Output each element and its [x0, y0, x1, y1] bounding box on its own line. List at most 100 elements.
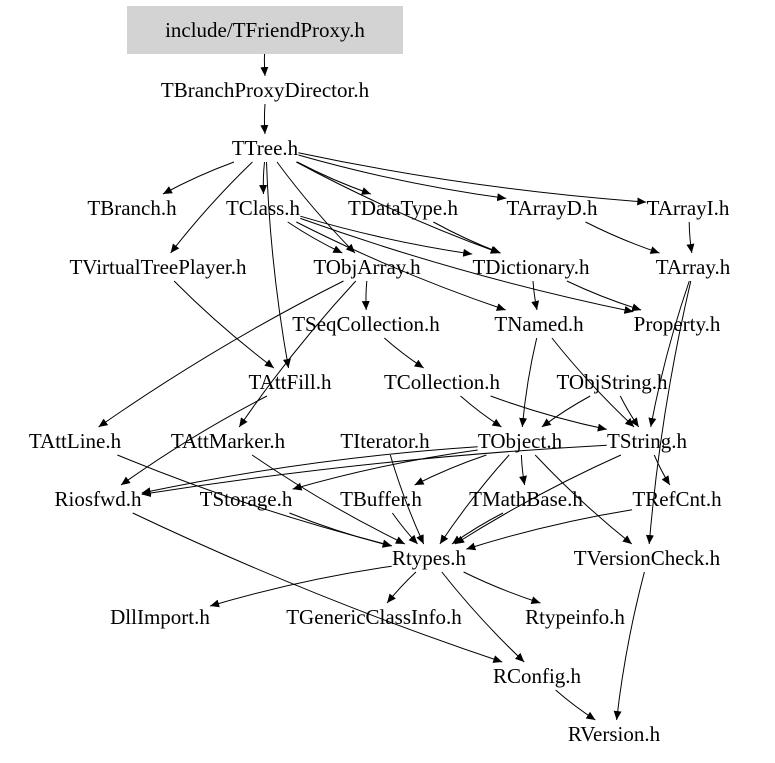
edge-riosfwd-h-to-rconfig-h: [132, 512, 503, 663]
node-label: include/TFriendProxy.h: [165, 18, 365, 42]
edge-tobject-h-to-rtypes-h: [439, 454, 510, 545]
node-label: TVersionCheck.h: [574, 546, 721, 570]
edge-ttree-h-to-tdictionary-h: [296, 161, 500, 254]
node-tobjarray-h[interactable]: TObjArray.h: [313, 255, 421, 279]
node-tversioncheck-h[interactable]: TVersionCheck.h: [574, 546, 721, 570]
node-label: TIterator.h: [340, 429, 430, 453]
node-label: TObjString.h: [556, 370, 668, 394]
edge-tstring-h-to-rtypes-h: [454, 454, 622, 545]
edge-tarrayd-h-to-tarray-h: [585, 221, 660, 254]
node-riosfwd-h[interactable]: Riosfwd.h: [55, 487, 142, 511]
edge-tobject-h-to-tmathbase-h: [519, 454, 527, 486]
node-label: TArray.h: [656, 255, 731, 279]
node-tbranchproxydirector-h[interactable]: TBranchProxyDirector.h: [161, 78, 370, 102]
node-label: TObjArray.h: [313, 255, 421, 279]
node-titerator-h[interactable]: TIterator.h: [340, 429, 430, 453]
node-tarrayi-h[interactable]: TArrayI.h: [647, 196, 730, 220]
node-tseqcollection-h[interactable]: TSeqCollection.h: [292, 312, 440, 336]
root-node-background: [127, 6, 403, 54]
node-rversion-h[interactable]: RVersion.h: [568, 722, 661, 746]
edge-ttree-h-to-tarrayi-h: [298, 152, 647, 206]
node-tnamed-h[interactable]: TNamed.h: [494, 312, 584, 336]
node-tattmarker-h[interactable]: TAttMarker.h: [171, 429, 286, 453]
edge-rtypes-h-to-dllimport-h: [209, 565, 392, 608]
edge-tcollection-h-to-tstring-h: [490, 395, 607, 432]
node-trefcnt-h[interactable]: TRefCnt.h: [632, 487, 722, 511]
node-label: TArrayI.h: [647, 196, 730, 220]
node-label: TDictionary.h: [472, 255, 590, 279]
edge-tvirtualtreeplayer-h-to-tattfill-h: [173, 280, 275, 369]
node-tarrayd-h[interactable]: TArrayD.h: [506, 196, 598, 220]
node-label: TNamed.h: [494, 312, 584, 336]
node-tobject-h[interactable]: TObject.h: [478, 429, 563, 453]
edge-tdictionary-h-to-property-h: [566, 280, 642, 312]
edge-tcollection-h-to-tobject-h: [460, 395, 502, 428]
node-tattfill-h[interactable]: TAttFill.h: [249, 370, 332, 394]
node-label: TTree.h: [232, 136, 299, 160]
node-label: TArrayD.h: [506, 196, 598, 220]
edge-ttree-h-to-tarrayd-h: [298, 154, 507, 202]
node-label: Property.h: [634, 312, 721, 336]
edge-tbranchproxydirector-h-to-ttree-h: [260, 103, 269, 135]
edge-tobjarray-h-to-tattline-h: [98, 280, 344, 428]
edge-tversioncheck-h-to-rversion-h: [613, 571, 645, 721]
edge-tstring-h-to-riosfwd-h: [141, 444, 607, 497]
node-rconfig-h[interactable]: RConfig.h: [493, 664, 582, 688]
edge-ttree-h-to-tvirtualtreeplayer-h: [170, 161, 253, 254]
edge-rconfig-h-to-rversion-h: [555, 689, 596, 721]
edge-tobjstring-h-to-tobject-h: [541, 395, 591, 428]
node-tstring-h[interactable]: TString.h: [607, 429, 687, 453]
edge-ttree-h-to-tbranch-h: [162, 161, 235, 195]
node-label: TGenericClassInfo.h: [286, 605, 462, 629]
node-label: TAttFill.h: [249, 370, 332, 394]
node-label: TString.h: [607, 429, 687, 453]
edge-tclass-h-to-tnamed-h: [296, 221, 506, 311]
edge-tclass-h-to-tobjarray-h: [287, 221, 343, 254]
node-label: TSeqCollection.h: [292, 312, 440, 336]
node-tarray-h[interactable]: TArray.h: [656, 255, 731, 279]
node-tvirtualtreeplayer-h[interactable]: TVirtualTreePlayer.h: [69, 255, 247, 279]
node-rtypes-h[interactable]: Rtypes.h: [392, 546, 467, 570]
edge-tdatatype-h-to-tdictionary-h: [433, 221, 501, 254]
node-tbuffer-h[interactable]: TBuffer.h: [340, 487, 422, 511]
node-tbranch-h[interactable]: TBranch.h: [87, 196, 177, 220]
node-label: TCollection.h: [384, 370, 501, 394]
edge-tobject-h-to-tstorage-h: [292, 449, 478, 491]
node-tmathbase-h[interactable]: TMathBase.h: [469, 487, 583, 511]
node-layer: include/TFriendProxy.hTBranchProxyDirect…: [29, 6, 731, 746]
edge-layer: [98, 43, 695, 721]
edge-tattfill-h-to-riosfwd-h: [120, 395, 268, 486]
edge-tobject-h-to-tversioncheck-h: [534, 454, 633, 545]
edge-tmathbase-h-to-rtypes-h: [451, 512, 504, 545]
node-label: TStorage.h: [200, 487, 293, 511]
edge-tnamed-h-to-tstring-h: [551, 337, 635, 428]
node-tdatatype-h[interactable]: TDataType.h: [348, 196, 458, 220]
edge-tattmarker-h-to-rtypes-h: [251, 454, 406, 545]
node-tclass-h[interactable]: TClass.h: [226, 196, 301, 220]
node-dllimport-h[interactable]: DllImport.h: [110, 605, 210, 629]
node-tobjstring-h[interactable]: TObjString.h: [556, 370, 668, 394]
edge-tobjarray-h-to-tseqcollection-h: [361, 280, 370, 311]
node-tgenericclassinfo-h[interactable]: TGenericClassInfo.h: [286, 605, 462, 629]
node-tdictionary-h[interactable]: TDictionary.h: [472, 255, 590, 279]
node-include-tfriendproxy-h[interactable]: include/TFriendProxy.h: [127, 6, 403, 54]
edge-tarray-h-to-tstring-h: [648, 280, 690, 428]
edge-ttree-h-to-tclass-h: [259, 161, 268, 195]
node-tstorage-h[interactable]: TStorage.h: [200, 487, 293, 511]
edge-rtypes-h-to-tgenericclassinfo-h: [386, 571, 417, 604]
node-tattline-h[interactable]: TAttLine.h: [29, 429, 122, 453]
node-label: Rtypeinfo.h: [525, 605, 625, 629]
edge-tobjarray-h-to-tattmarker-h: [238, 280, 357, 428]
node-tcollection-h[interactable]: TCollection.h: [384, 370, 501, 394]
node-ttree-h[interactable]: TTree.h: [232, 136, 299, 160]
node-label: TClass.h: [226, 196, 301, 220]
node-label: TDataType.h: [348, 196, 458, 220]
node-rtypeinfo-h[interactable]: Rtypeinfo.h: [525, 605, 625, 629]
node-property-h[interactable]: Property.h: [634, 312, 721, 336]
node-label: RVersion.h: [568, 722, 661, 746]
edge-tobject-h-to-tbuffer-h: [414, 454, 487, 486]
edge-tclass-h-to-tdictionary-h: [300, 215, 473, 257]
node-label: Rtypes.h: [392, 546, 467, 570]
edge-tdictionary-h-to-tnamed-h: [531, 280, 540, 311]
